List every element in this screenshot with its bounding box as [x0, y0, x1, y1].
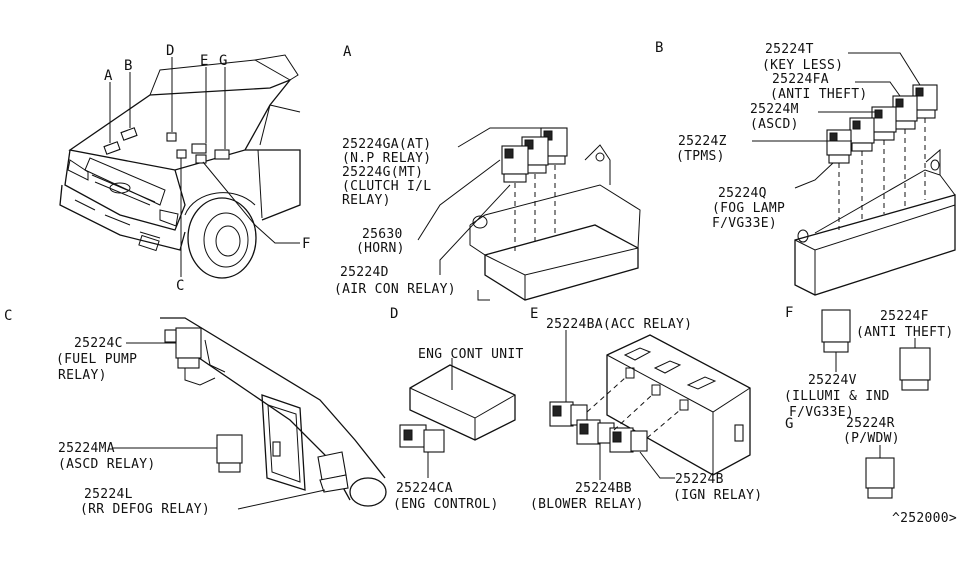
section-g-label: G — [785, 416, 793, 432]
label-fuel-pump: (FUEL PUMP — [56, 352, 137, 367]
label-blower-relay: (BLOWER RELAY) — [530, 497, 644, 512]
label-vg33e-b: F/VG33E) — [712, 216, 777, 231]
label-25224ma: 25224MA — [58, 441, 115, 456]
label-ascd-relay: (ASCD RELAY) — [58, 457, 156, 472]
relay-marker-b — [120, 127, 138, 141]
label-relay-c: RELAY) — [58, 368, 107, 383]
relay-25224z — [849, 117, 875, 152]
label-key-less: (KEY LESS) — [762, 58, 843, 73]
label-25224r: 25224R — [846, 416, 895, 431]
label-25224b: 25224B — [675, 472, 724, 487]
relay-25224f — [899, 347, 931, 391]
label-ascd: (ASCD) — [750, 117, 799, 132]
relay-25224q — [826, 129, 852, 164]
section-a-label: A — [343, 44, 352, 60]
section-e: E 2 — [530, 306, 762, 512]
label-tpms: (TPMS) — [676, 149, 725, 164]
relay-25224fa — [892, 95, 918, 130]
section-f-label: F — [785, 305, 793, 321]
label-vg33e-f: F/VG33E) — [789, 405, 854, 420]
relay-25224c — [164, 327, 216, 386]
callout-d: D — [166, 43, 174, 59]
label-25224g: 25224G(MT) — [342, 165, 423, 180]
diagram-reference: ^252000> — [892, 511, 957, 526]
label-illumi-ind: (ILLUMI & IND — [784, 389, 890, 404]
label-25224l: 25224L — [84, 487, 133, 502]
label-rr-defog-relay: (RR DEFOG RELAY) — [80, 502, 210, 517]
label-anti-theft-b: (ANTI THEFT) — [770, 87, 868, 102]
relay-25224bb — [576, 419, 615, 445]
label-eng-control: (ENG CONTROL) — [393, 497, 499, 512]
relay-25224r — [865, 457, 895, 499]
label-25224t: 25224T — [765, 42, 814, 57]
relay-25224d — [501, 145, 529, 183]
relay-25224l — [317, 451, 349, 493]
label-25224q: 25224Q — [718, 186, 767, 201]
section-f: F 25224F (ANTI THEFT) 25224V (ILLUMI & I… — [784, 305, 954, 420]
label-25224c: 25224C — [74, 336, 123, 351]
relay-25224m — [871, 106, 897, 141]
label-25630: 25630 — [362, 227, 403, 242]
relay-25224v — [821, 309, 851, 353]
relay-marker-e — [191, 143, 207, 154]
section-d: D ENG CONT UNIT 25224CA (ENG CONTROL) — [390, 306, 524, 512]
vehicle-illustration: A B D E G C F — [59, 43, 310, 294]
label-25224ca: 25224CA — [396, 481, 453, 496]
label-np-relay: (N.P RELAY) — [342, 151, 431, 166]
label-ign-relay: (IGN RELAY) — [673, 488, 762, 503]
section-e-label: E — [530, 306, 538, 322]
callout-e: E — [200, 53, 208, 69]
label-25224z: 25224Z — [678, 134, 727, 149]
callout-b: B — [124, 58, 132, 74]
relay-marker-g — [214, 149, 230, 160]
section-g: G 25224R (P/WDW) — [785, 416, 900, 499]
label-25224d: 25224D — [340, 265, 389, 280]
relay-marker-f — [195, 154, 207, 164]
label-fog-lamp: (FOG LAMP — [712, 201, 785, 216]
section-c: C 25224C (FUEL PUMP — [4, 308, 387, 517]
callout-g: G — [219, 53, 227, 69]
label-air-con-relay: (AIR CON RELAY) — [334, 282, 456, 297]
label-25224ga: 25224GA(AT) — [342, 137, 431, 152]
relay-marker-d — [166, 132, 177, 142]
section-c-label: C — [4, 308, 12, 324]
section-b-label: B — [655, 40, 663, 56]
label-horn: (HORN) — [356, 241, 405, 256]
section-b: B — [655, 40, 956, 296]
section-a: A 25224G — [334, 44, 641, 301]
label-eng-cont-unit: ENG CONT UNIT — [418, 347, 524, 362]
label-25224ba-acc-relay: 25224BA(ACC RELAY) — [546, 317, 692, 332]
callout-c: C — [176, 278, 184, 294]
label-relay: RELAY) — [342, 193, 391, 208]
callout-f: F — [302, 236, 310, 252]
relay-25224b — [609, 427, 648, 453]
label-p-wdw: (P/WDW) — [843, 431, 900, 446]
label-25224f: 25224F — [880, 309, 929, 324]
relay-marker-a — [103, 141, 121, 155]
label-anti-theft-f: (ANTI THEFT) — [856, 325, 954, 340]
callout-a: A — [104, 68, 113, 84]
label-25224bb: 25224BB — [575, 481, 632, 496]
label-25224v: 25224V — [808, 373, 857, 388]
label-25224fa: 25224FA — [772, 72, 829, 87]
section-d-label: D — [390, 306, 398, 322]
label-25224m: 25224M — [750, 102, 799, 117]
relay-25224ca — [399, 424, 445, 453]
label-clutch-il: (CLUTCH I/L — [342, 179, 431, 194]
relay-25224ma — [216, 434, 243, 473]
relay-marker-c — [176, 149, 187, 159]
